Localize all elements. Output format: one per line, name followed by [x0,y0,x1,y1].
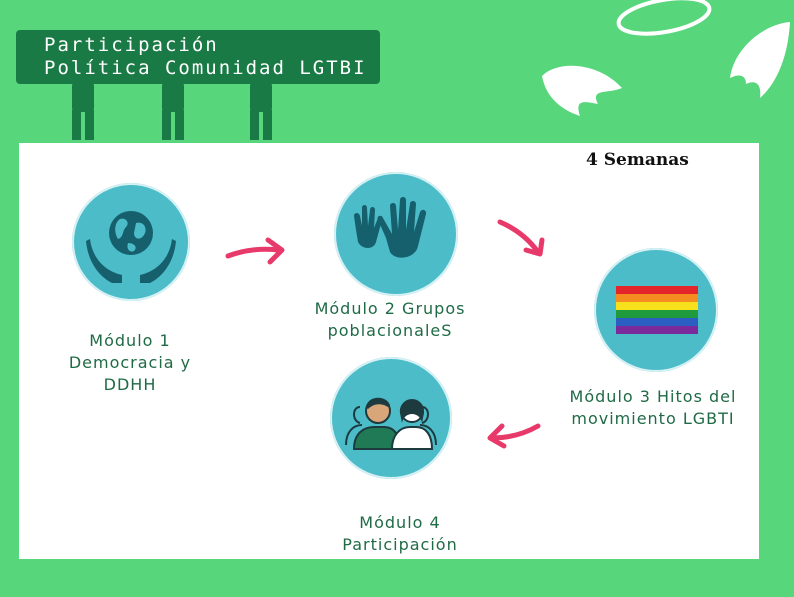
title-line-1: Participación [44,34,219,56]
duration-label: 4 Semanas [586,150,689,170]
module-3-circle [594,248,718,372]
people-silhouettes-icon [56,70,284,140]
wing-decoration-right [730,22,790,98]
halo-decoration [616,0,712,36]
arrow-icon [487,423,541,449]
title-line-2: Política Comunidad LGTBI [44,57,367,79]
module-2-circle [334,172,458,296]
wing-decoration [542,65,622,116]
module-3-label: Módulo 3 Hitos del movimiento LGBTI [569,387,737,428]
module-4-circle [330,357,452,479]
rainbow-flag-icon [616,286,698,334]
module-1-label: Módulo 1 Democracia y DDHH [68,331,192,394]
arrow-icon [225,237,285,265]
module-2-label: Módulo 2 Grupos poblacionaleS [314,299,466,340]
raised-hands-icon [354,197,427,258]
module-1-circle [72,183,190,301]
arrow-icon [497,219,545,257]
people-group-icon [345,397,437,450]
globe-hands-icon [86,211,176,283]
module-4-label: Módulo 4 Participación [342,513,458,554]
